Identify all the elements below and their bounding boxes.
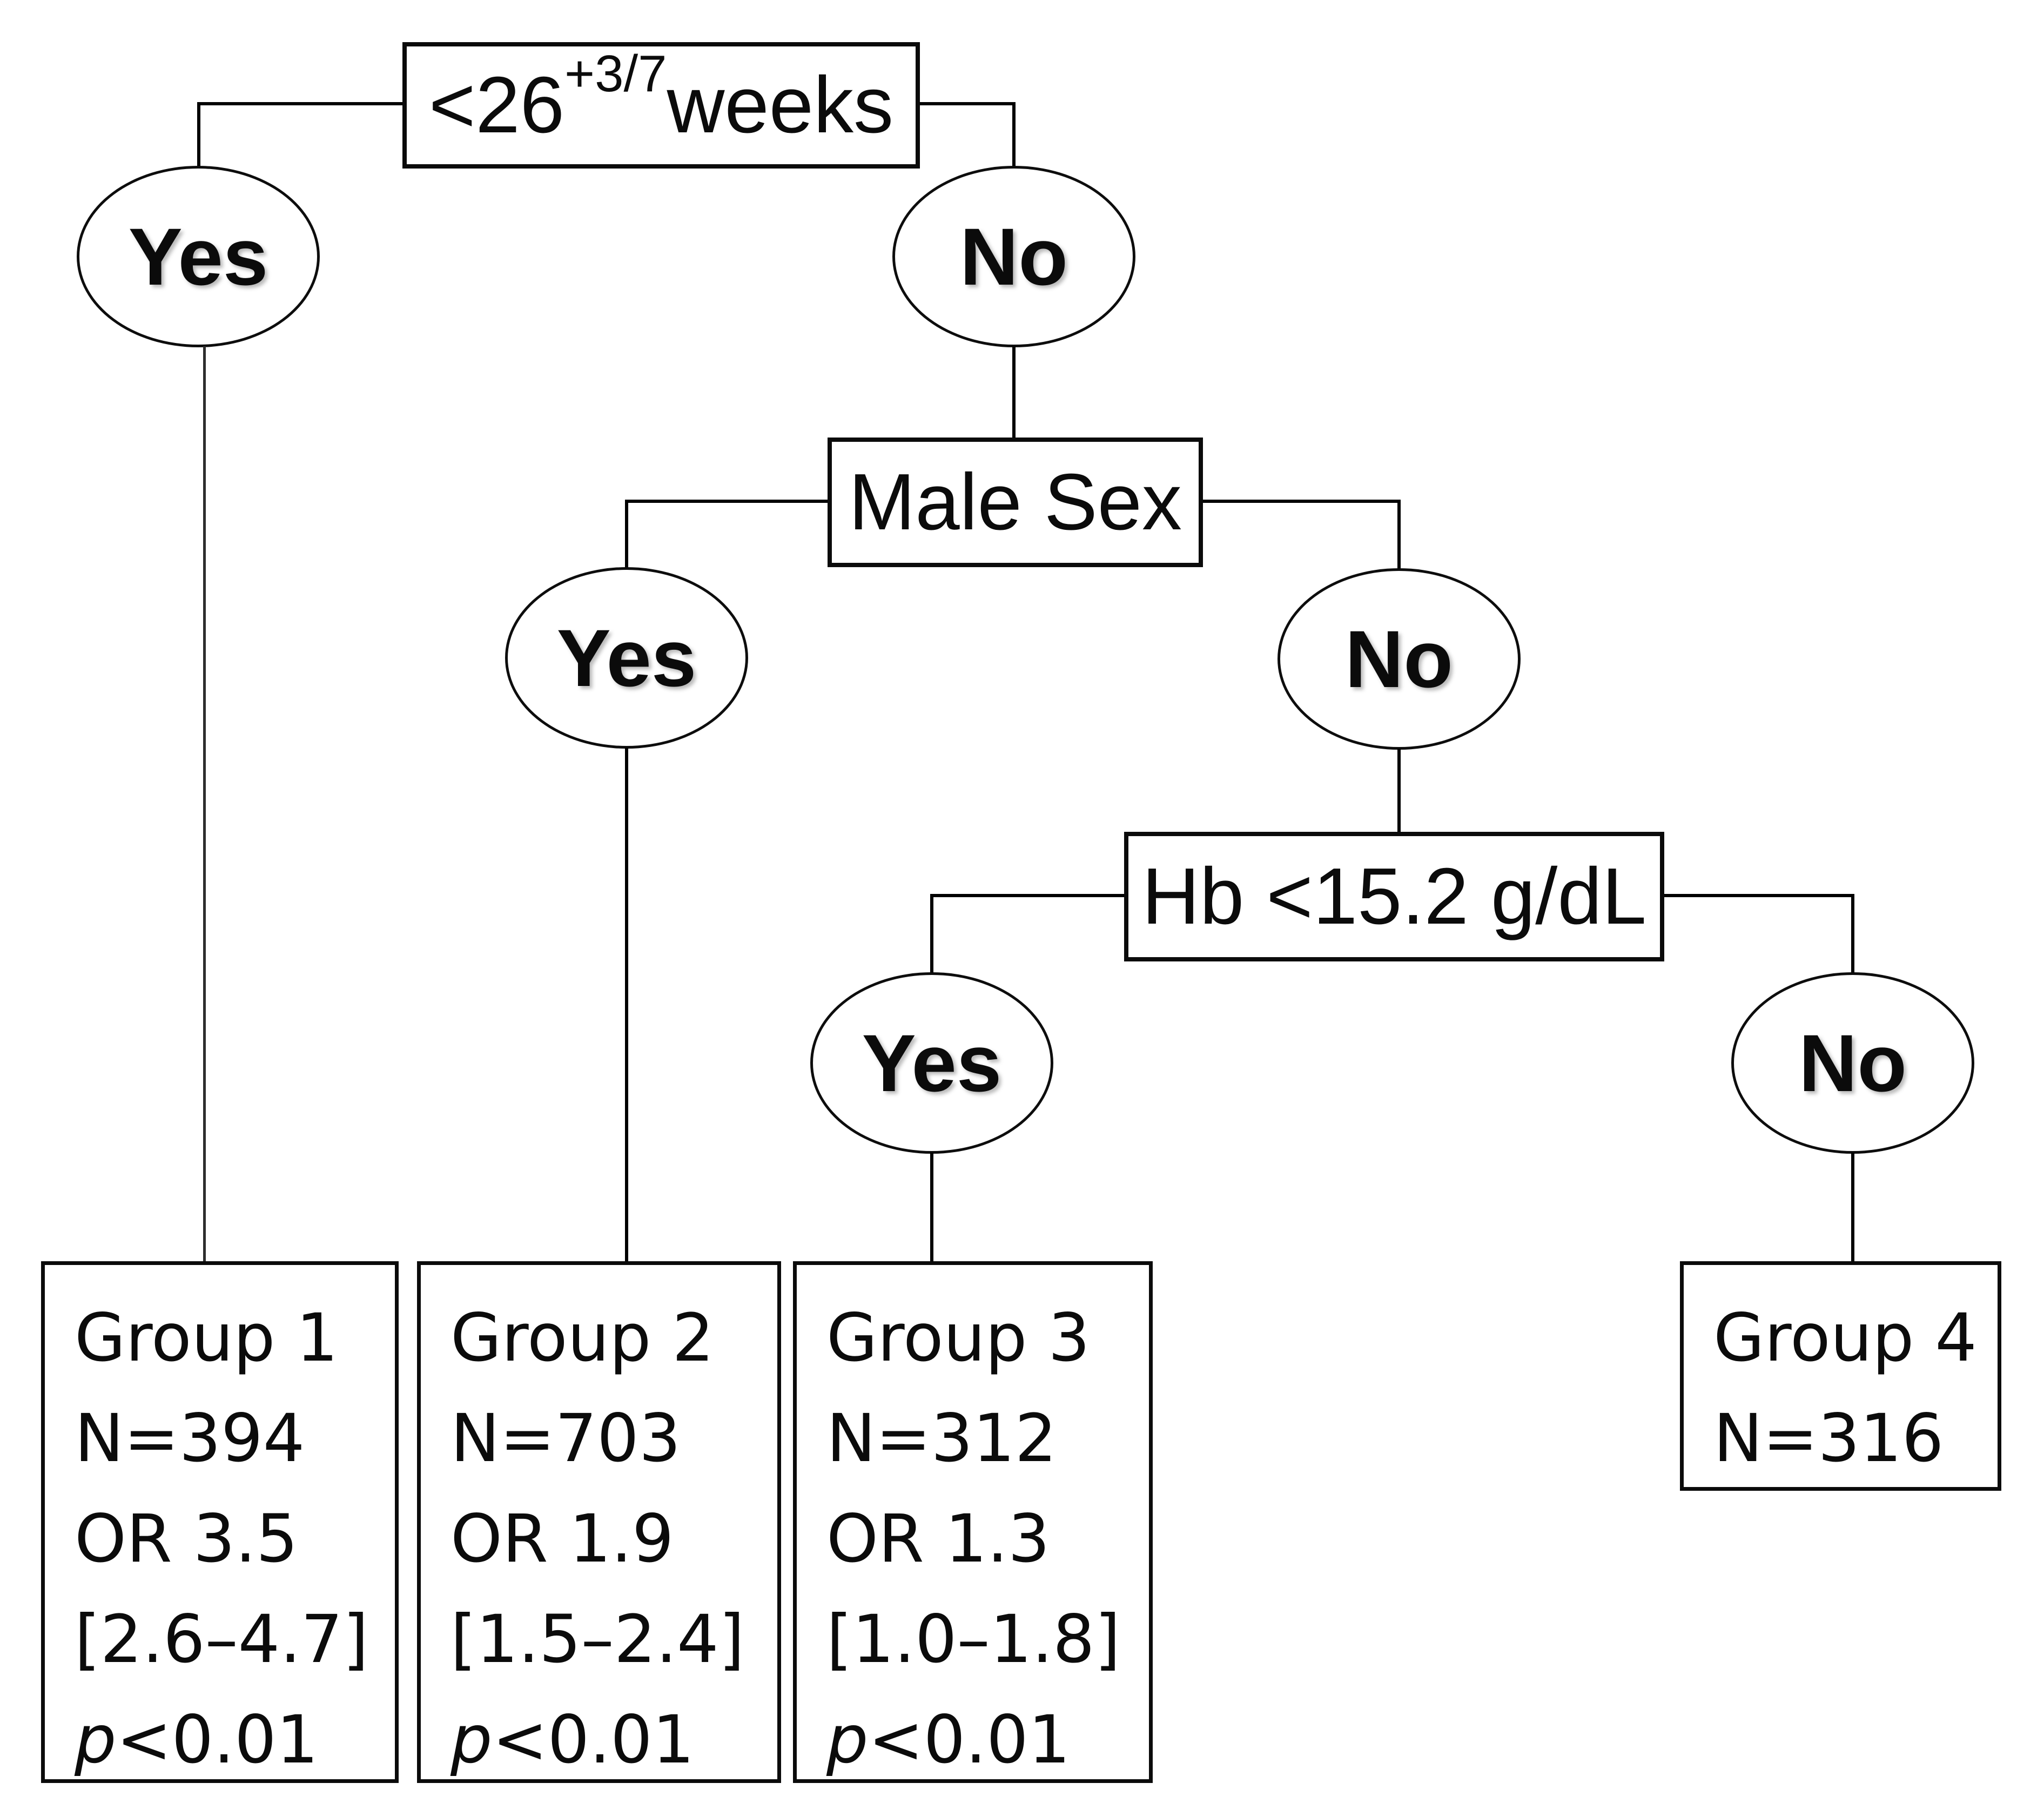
group-3-or: OR 1.3	[826, 1501, 1050, 1577]
gestational-age-prefix: <26	[428, 60, 565, 150]
group-2-ci: [1.5–2.4]	[451, 1601, 745, 1678]
connector-male-left-vertical	[625, 500, 628, 568]
decision-male-no: No	[1278, 568, 1521, 750]
group-2-p: p<0.01	[451, 1690, 772, 1790]
group-2-box: Group 2 N=703 OR 1.9 [1.5–2.4] p<0.01	[417, 1261, 781, 1783]
group-1-ci: [2.6–4.7]	[75, 1601, 369, 1678]
group-1-p-symbol: p	[75, 1701, 117, 1778]
group-2-p-value: <0.01	[492, 1701, 695, 1778]
group-4-box: Group 4 N=316	[1680, 1261, 2001, 1491]
group-3-ci: [1.0–1.8]	[826, 1601, 1121, 1678]
male-sex-label: Male Sex	[849, 457, 1182, 547]
group-1-box: Group 1 N=394 OR 3.5 [2.6–4.7] p<0.01	[41, 1261, 399, 1783]
group-3-p-value: <0.01	[868, 1701, 1071, 1778]
connector-hb-left-horizontal	[932, 894, 1124, 897]
gestational-age-suffix: weeks	[667, 60, 894, 150]
connector-no-to-hb	[1397, 749, 1401, 833]
connector-yes-to-group2	[625, 748, 628, 1261]
group-2-title: Group 2	[451, 1300, 714, 1376]
group-4-n: N=316	[1713, 1400, 1944, 1477]
decision-hb-no-label: No	[1799, 1017, 1907, 1108]
group-3-p-symbol: p	[826, 1701, 869, 1778]
decision-gestation-yes: Yes	[77, 166, 320, 347]
group-1-p-value: <0.01	[116, 1701, 319, 1778]
connector-male-left-horizontal	[627, 500, 828, 503]
connector-hb-left-vertical	[930, 894, 933, 973]
group-2-or: OR 1.9	[451, 1501, 674, 1577]
group-1-title: Group 1	[75, 1300, 338, 1376]
connector-yes-to-group3	[930, 1153, 933, 1261]
decision-male-no-label: No	[1345, 613, 1453, 704]
group-3-n: N=312	[826, 1400, 1057, 1477]
decision-hb-yes: Yes	[810, 972, 1053, 1154]
connector-root-right-vertical	[1012, 102, 1016, 167]
node-gestational-age: <26+3/7 weeks	[402, 42, 920, 169]
connector-male-right-horizontal	[1203, 500, 1399, 503]
hb-label: Hb <15.2 g/dL	[1142, 852, 1646, 941]
group-3-box: Group 3 N=312 OR 1.3 [1.0–1.8] p<0.01	[793, 1261, 1153, 1783]
decision-gestation-yes-label: Yes	[128, 211, 268, 302]
group-3-p: p<0.01	[826, 1690, 1144, 1790]
group-2-p-symbol: p	[451, 1701, 493, 1778]
connector-male-right-vertical	[1397, 500, 1401, 569]
connector-root-right-horizontal	[920, 102, 1015, 105]
decision-hb-yes-label: Yes	[862, 1017, 1002, 1108]
decision-male-yes-label: Yes	[556, 612, 697, 703]
connector-hb-right-vertical	[1851, 894, 1854, 973]
decision-gestation-no-label: No	[960, 211, 1068, 302]
decision-gestation-no: No	[892, 166, 1135, 347]
node-hb: Hb <15.2 g/dL	[1124, 832, 1664, 961]
connector-root-left-horizontal	[198, 102, 402, 105]
group-3-title: Group 3	[826, 1300, 1090, 1376]
group-1-n: N=394	[75, 1400, 305, 1477]
group-2-n: N=703	[451, 1400, 681, 1477]
connector-hb-right-horizontal	[1664, 894, 1853, 897]
decision-male-yes: Yes	[505, 567, 748, 749]
group-1-p: p<0.01	[75, 1690, 389, 1790]
gestational-age-superscript: +3/7	[564, 45, 667, 103]
connector-yes-to-group1	[203, 346, 206, 1261]
connector-root-left-vertical	[197, 102, 200, 167]
group-4-title: Group 4	[1713, 1300, 1977, 1376]
decision-hb-no: No	[1731, 972, 1974, 1154]
connector-no-to-male-sex	[1012, 346, 1016, 438]
group-1-or: OR 3.5	[75, 1501, 298, 1577]
connector-no-to-group4	[1851, 1153, 1854, 1261]
node-male-sex: Male Sex	[828, 438, 1203, 567]
